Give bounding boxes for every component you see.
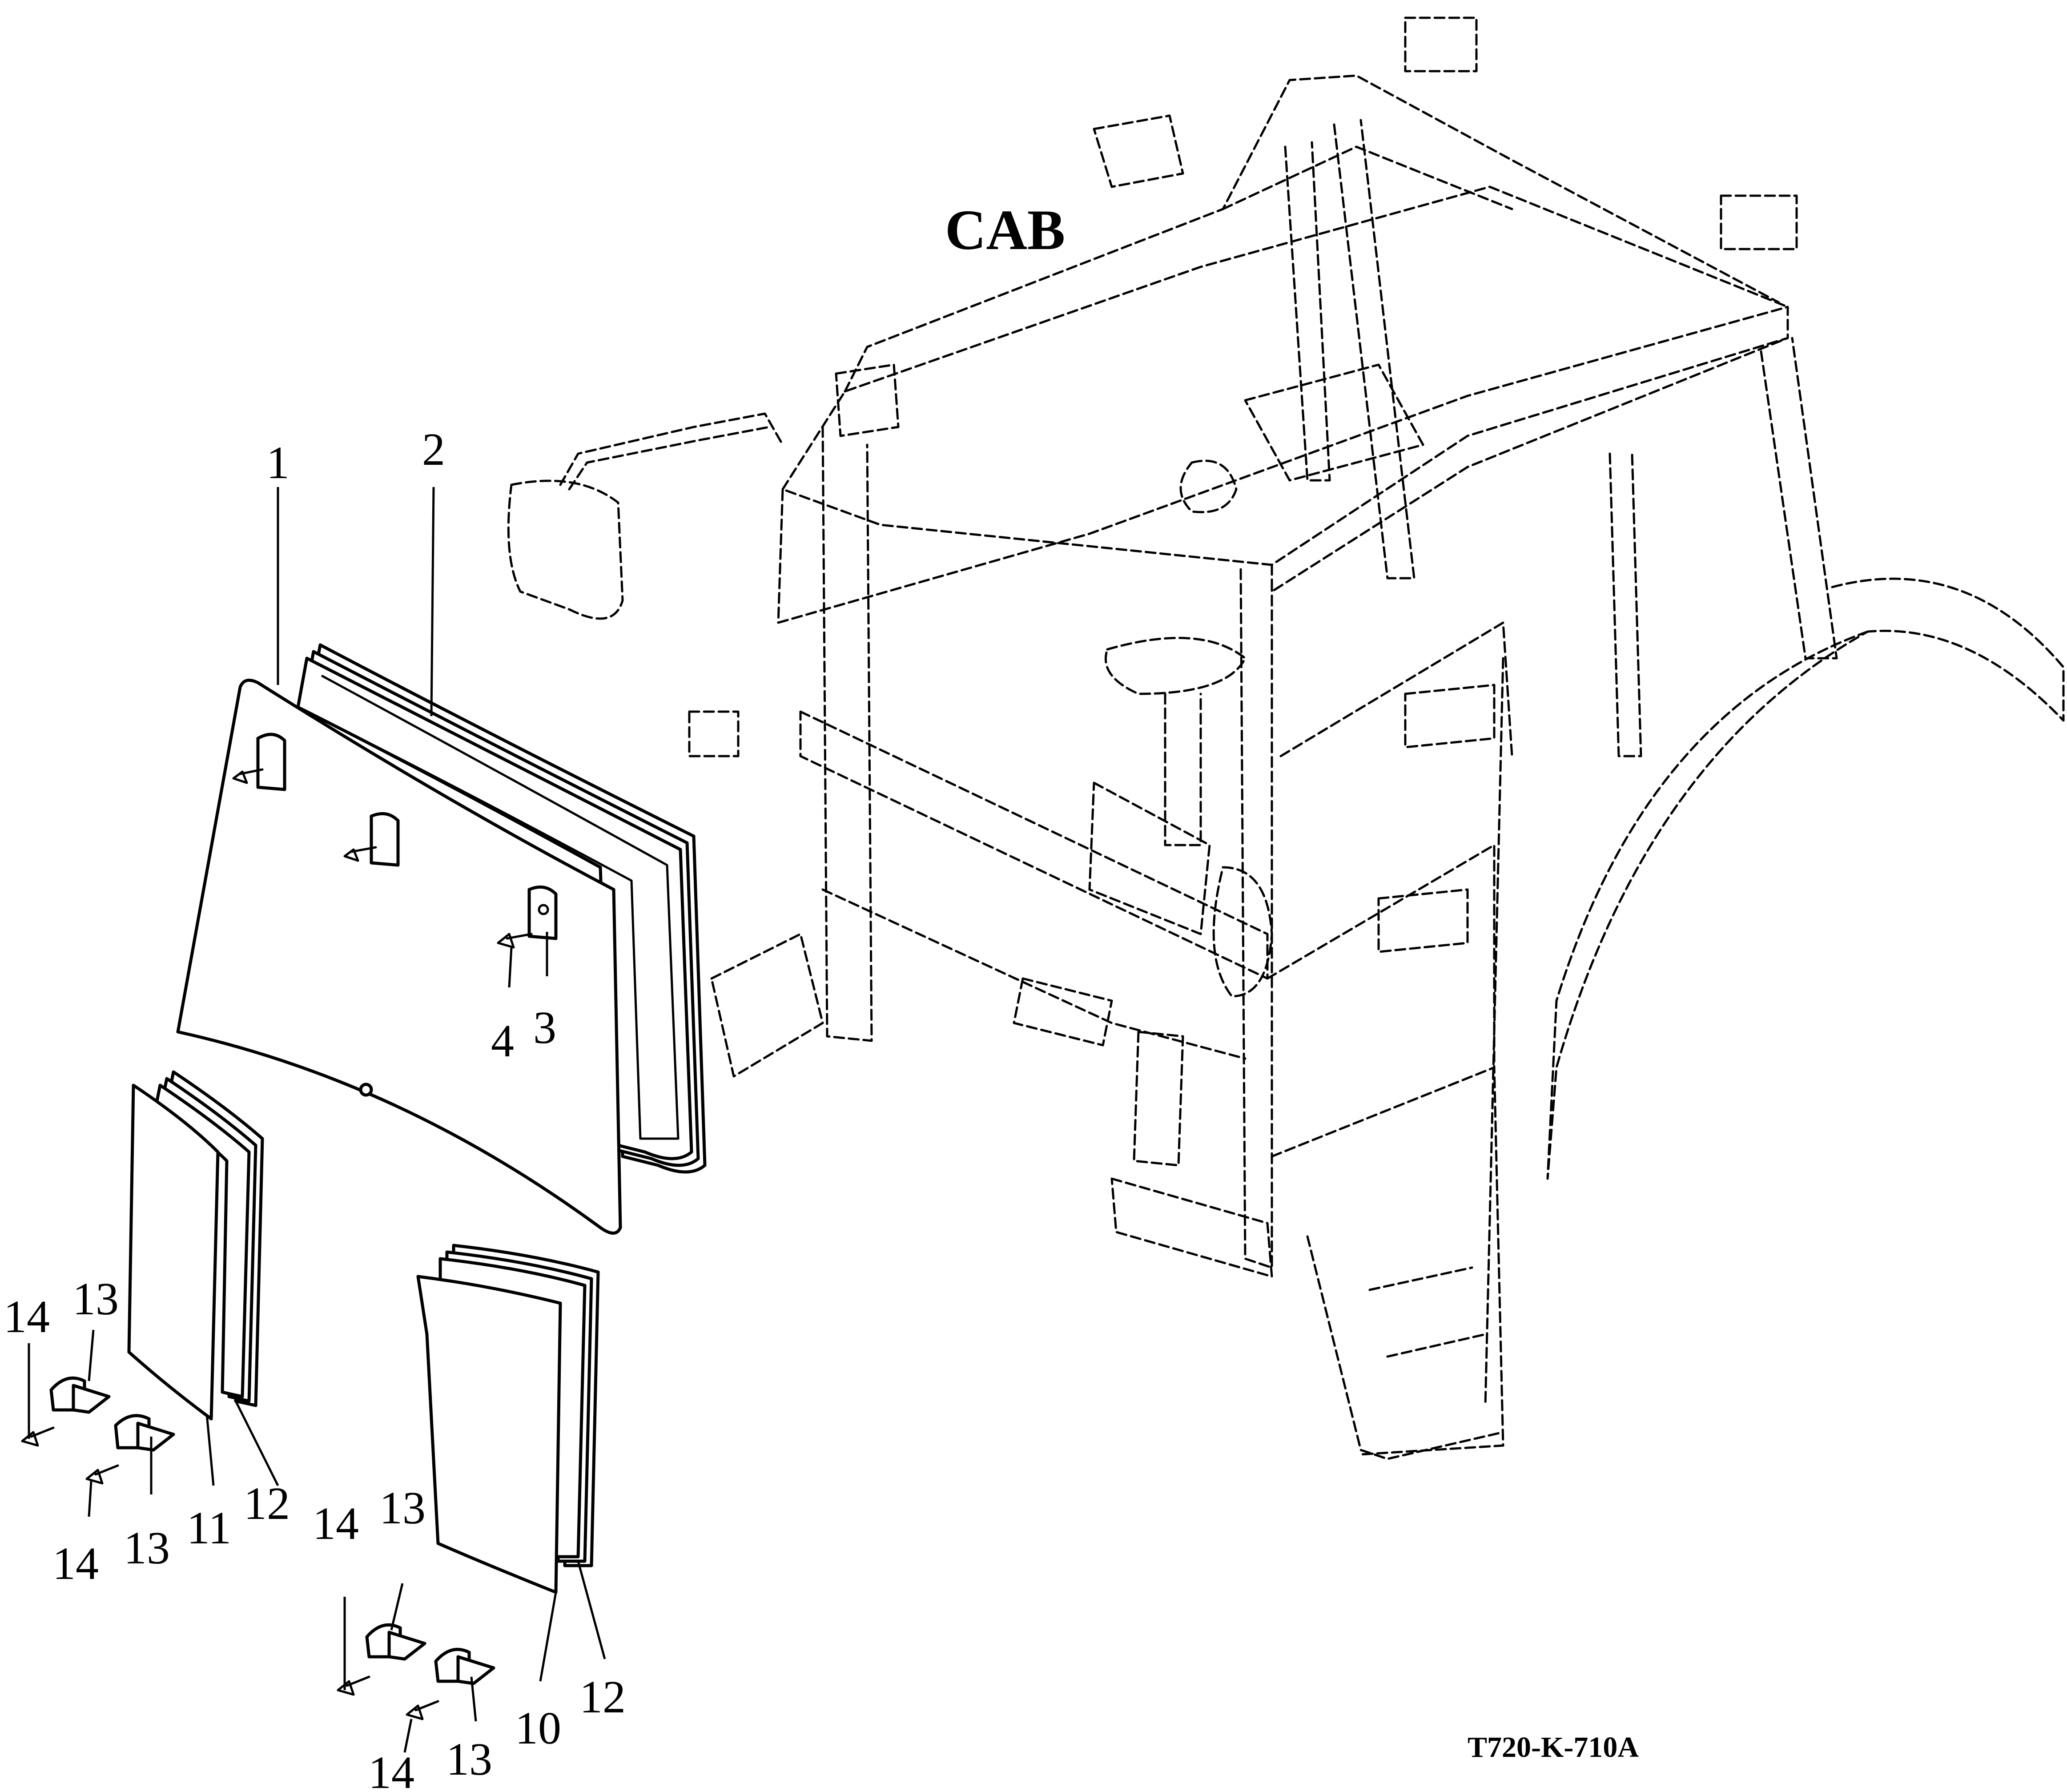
screw-14-c	[337, 1675, 370, 1696]
callout-14-c: 14	[313, 1498, 359, 1549]
callout-14-d: 14	[368, 1747, 414, 1792]
callout-13-d: 13	[446, 1734, 492, 1785]
right-side-glass	[416, 1275, 562, 1594]
screw-14-d	[406, 1700, 439, 1720]
bracket-left	[232, 733, 286, 791]
callout-13-b: 13	[124, 1522, 170, 1574]
leader-lines	[28, 487, 606, 1753]
callout-4: 4	[491, 1015, 514, 1067]
callout-2: 2	[422, 424, 445, 475]
callout-14-a: 14	[4, 1291, 50, 1342]
windshield-glass	[176, 678, 622, 1235]
callout-1: 1	[266, 437, 290, 488]
screw-14-a	[21, 1426, 55, 1447]
clip-13-d	[434, 1647, 495, 1685]
callout-12-left: 12	[244, 1478, 290, 1529]
bracket-3	[527, 885, 558, 940]
drawing-code: T720-K-710A	[1468, 1731, 1639, 1764]
clip-13-b	[114, 1414, 175, 1452]
clip-13-c	[365, 1623, 426, 1661]
callout-12-right: 12	[579, 1671, 626, 1723]
callout-11: 11	[187, 1502, 231, 1554]
screw-14-b	[85, 1464, 119, 1485]
clip-13-a	[49, 1376, 111, 1414]
cab-frame-outline	[507, 16, 2065, 1460]
cab-label: CAB	[945, 198, 1065, 262]
callout-labels: 1 2 3 4 10 11 12 12 13 13 13 13 14 14 14…	[4, 424, 626, 1792]
clip-group	[21, 1376, 495, 1720]
callout-10: 10	[515, 1703, 561, 1754]
callout-13-a: 13	[72, 1273, 119, 1325]
callout-13-c: 13	[379, 1482, 426, 1534]
callout-14-b: 14	[52, 1538, 99, 1589]
bracket-center	[343, 812, 400, 867]
screw-4	[497, 933, 533, 949]
left-side-glass	[127, 1083, 220, 1421]
callout-3: 3	[533, 1002, 556, 1053]
